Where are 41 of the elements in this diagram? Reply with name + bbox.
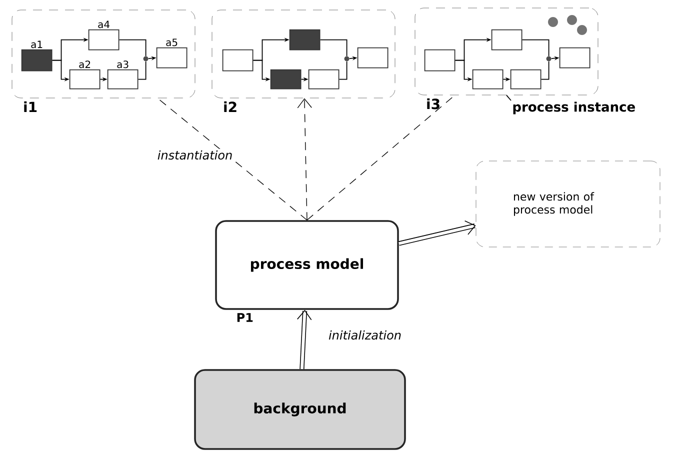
node-label: P1 (237, 313, 253, 322)
activity-box (222, 49, 254, 72)
activity-box: a3 (107, 60, 138, 90)
activity-box (308, 69, 340, 90)
annotation-text: process instance (513, 102, 635, 114)
double-arrow (398, 220, 476, 246)
flow-arrow (138, 61, 146, 80)
leader-line (506, 94, 512, 101)
node-label: a4 (98, 20, 110, 28)
instance-frame: i2 (212, 10, 396, 112)
flow-arrow (522, 39, 550, 57)
flow-arrow (320, 39, 348, 57)
version-box: new version of process model (476, 160, 660, 248)
flow-arrow (118, 39, 146, 57)
process-box: process model P1 (215, 220, 399, 322)
instantiation-arrow (297, 98, 312, 220)
edge-label: instantiation (156, 148, 234, 162)
node-label: i1 (24, 101, 37, 112)
node-label: i2 (224, 101, 236, 112)
activity-box: a4 (88, 20, 120, 50)
background-box: background (194, 369, 406, 450)
activity-box (357, 47, 388, 68)
flow-arrow (540, 61, 550, 80)
node-label: i3 (427, 98, 440, 110)
activity-box (510, 69, 542, 90)
node-label: a5 (166, 38, 178, 46)
activity-box (472, 69, 504, 90)
activity-box (270, 69, 302, 90)
activity-box: a2 (69, 60, 100, 90)
node-label: a2 (79, 60, 90, 68)
activity-box (424, 49, 456, 72)
node-label: a1 (31, 40, 42, 48)
activity-box (289, 29, 320, 50)
activity-box (491, 29, 522, 50)
activity-box: a1 (21, 40, 52, 72)
double-arrow (296, 310, 312, 370)
edge-label: initialization (327, 328, 403, 342)
flow-arrow (338, 61, 348, 80)
activity-box: a5 (156, 38, 188, 68)
activity-box (559, 47, 590, 68)
node-label: a3 (117, 60, 128, 68)
